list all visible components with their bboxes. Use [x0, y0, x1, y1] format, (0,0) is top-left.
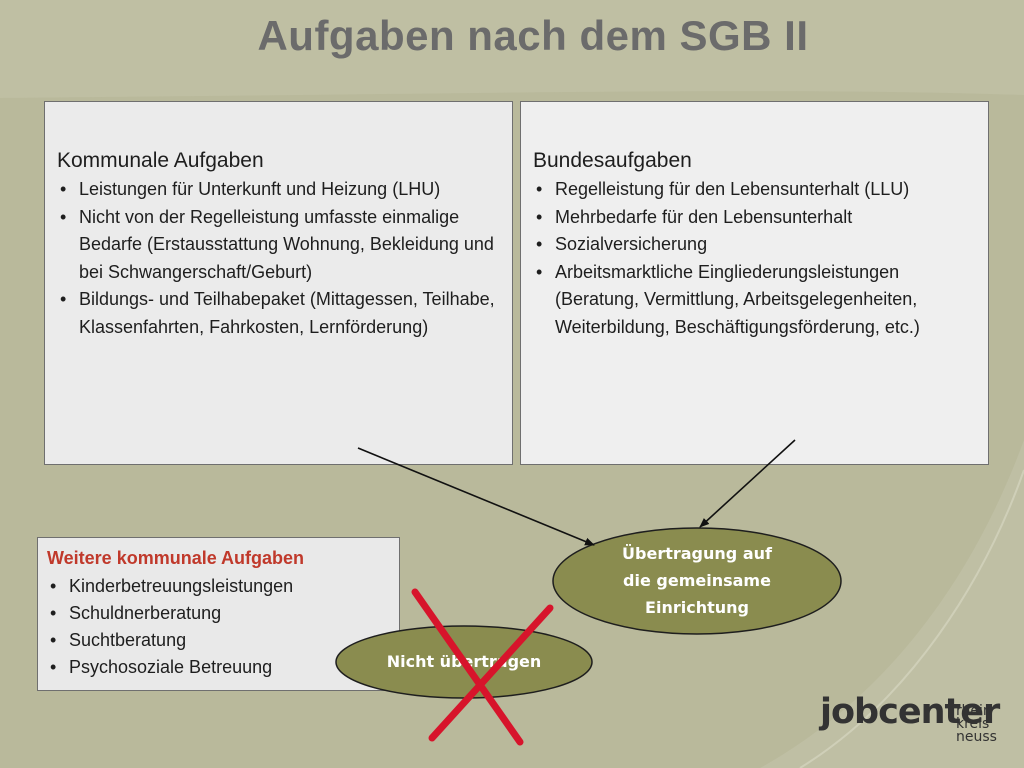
list-item: Arbeitsmarktliche Eingliederungsleistung…: [533, 259, 974, 342]
list-item: Mehrbedarfe für den Lebensunterhalt: [533, 204, 974, 232]
bundesaufgaben-list: Regelleistung für den Lebensunterhalt (L…: [533, 176, 974, 341]
weitere-aufgaben-list: Kinderbetreuungsleistungen Schuldnerbera…: [47, 573, 391, 681]
list-item: Nicht von der Regelleistung umfasste ein…: [57, 204, 498, 287]
logo-subtext: rhein kreis neuss: [956, 703, 997, 745]
kommunale-aufgaben-heading: Kommunale Aufgaben: [57, 149, 264, 172]
list-item: Regelleistung für den Lebensunterhalt (L…: [533, 176, 974, 204]
list-item: Bildungs- und Teilhabepaket (Mittagessen…: [57, 286, 498, 341]
page-title: Aufgaben nach dem SGB II: [257, 12, 809, 59]
list-item: Schuldnerberatung: [47, 600, 391, 627]
weitere-kommunale-aufgaben-box: Weitere kommunale Aufgaben Kinderbetreuu…: [37, 537, 400, 691]
list-item: Kinderbetreuungsleistungen: [47, 573, 391, 600]
jobcenter-logo: jobcenter rhein kreis neuss: [820, 688, 1010, 748]
weitere-aufgaben-heading: Weitere kommunale Aufgaben: [47, 548, 305, 568]
kommunale-aufgaben-list: Leistungen für Unterkunft und Heizung (L…: [57, 176, 498, 341]
uebertragung-line-1: Übertragung auf: [622, 544, 772, 563]
logo-sub-kreis: kreis: [956, 716, 990, 732]
list-item: Psychosoziale Betreuung: [47, 654, 391, 681]
list-item: Suchtberatung: [47, 627, 391, 654]
bundesaufgaben-box: Bundesaufgaben Regelleistung für den Leb…: [520, 101, 989, 465]
logo-sub-neuss: neuss: [956, 729, 997, 745]
nicht-uebertragen-label: Nicht übertragen: [386, 652, 542, 671]
bundesaufgaben-heading: Bundesaufgaben: [533, 149, 692, 172]
uebertragung-line-2: die gemeinsame: [623, 571, 771, 590]
uebertragung-label: Übertragung auf die gemeinsame Einrichtu…: [556, 540, 838, 621]
kommunale-aufgaben-box: Kommunale Aufgaben Leistungen für Unterk…: [44, 101, 513, 465]
logo-wordmark: jobcenter: [820, 692, 1000, 732]
list-item: Sozialversicherung: [533, 231, 974, 259]
logo-sub-rhein: rhein: [956, 703, 992, 719]
list-item: Leistungen für Unterkunft und Heizung (L…: [57, 176, 498, 204]
uebertragung-line-3: Einrichtung: [645, 598, 749, 617]
